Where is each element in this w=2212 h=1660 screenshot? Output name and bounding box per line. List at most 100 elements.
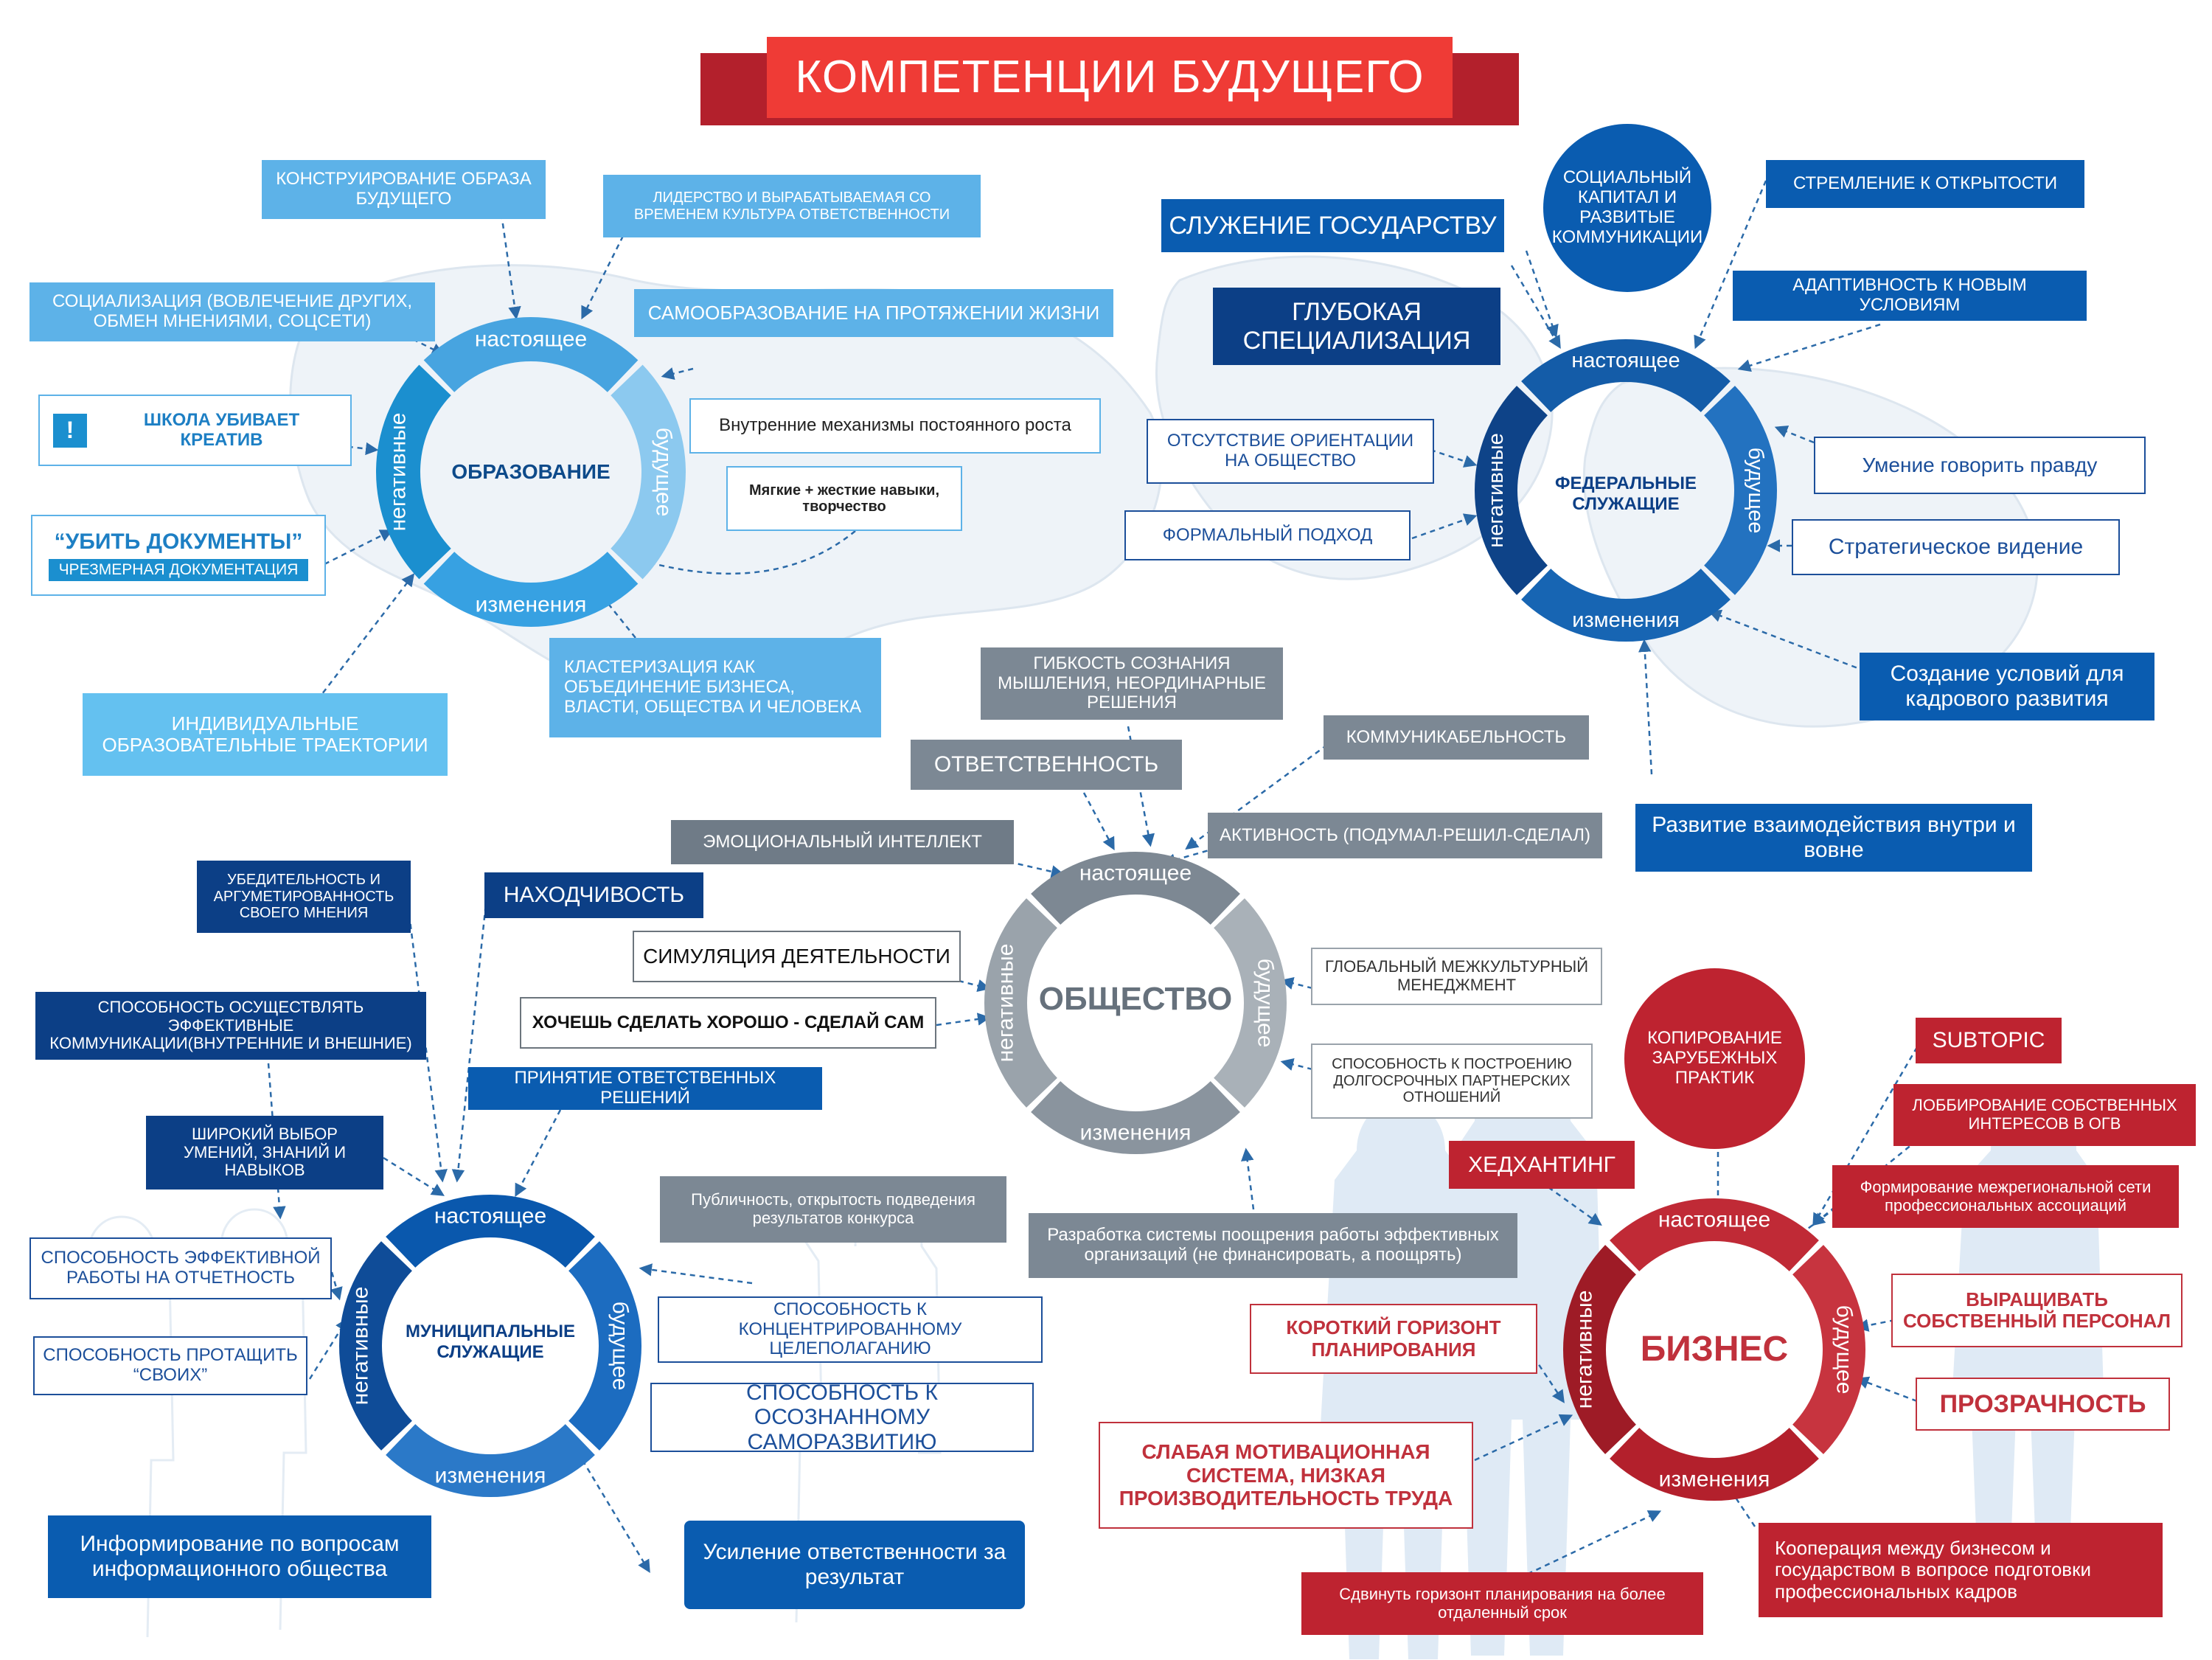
edu-shkola-box: ! ШКОЛА УБИВАЕТ КРЕАТИВ	[38, 395, 352, 466]
biz-slabaya-box: СЛАБАЯ МОТИВАЦИОННАЯ СИСТЕМА, НИЗКАЯ ПРО…	[1099, 1422, 1473, 1529]
ring-edu-label-top: настоящее	[475, 327, 587, 352]
fed-glubokaya-box: ГЛУБОКАЯ СПЕЦИАЛИЗАЦИЯ	[1213, 288, 1500, 365]
soc-otvetst-box: ОТВЕТСТВЕННОСТЬ	[911, 740, 1182, 790]
ring-fed-label-right: будущее	[1744, 448, 1767, 534]
fed-otsutstvie-box: ОТСУТСТВИЕ ОРИЕНТАЦИИ НА ОБЩЕСТВО	[1147, 419, 1434, 484]
edu-samoobr-box: САМООБРАЗОВАНИЕ НА ПРОТЯЖЕНИИ ЖИЗНИ	[634, 289, 1113, 337]
ring-biz-segment-bottom	[1610, 1428, 1819, 1501]
mun-nahodch-box: НАХОДЧИВОСТЬ	[484, 872, 703, 918]
ring-mun-label-left: негативные	[349, 1287, 373, 1406]
ring-soc-segment-left	[984, 898, 1057, 1108]
ring-mun-segment-top	[386, 1195, 595, 1268]
soc-hochesh-box: ХОЧЕШЬ СДЕЛАТЬ ХОРОШО - СДЕЛАЙ САМ	[520, 997, 936, 1049]
ring-edu-label-left: негативные	[386, 413, 411, 532]
biz-korotkiy-box: КОРОТКИЙ ГОРИЗОНТ ПЛАНИРОВАНИЯ	[1250, 1304, 1537, 1374]
fed-stremlenie-box: СТРЕМЛЕНИЕ К ОТКРЫТОСТИ	[1766, 160, 2084, 208]
ring-mun-label-bottom: изменения	[435, 1464, 546, 1488]
ring-fed-label-left: негативные	[1484, 433, 1508, 547]
edu-ubit-label: “УБИТЬ ДОКУМЕНТЫ”	[54, 529, 303, 554]
biz-formir-box: Формирование межрегиональной сети профес…	[1832, 1165, 2179, 1228]
ring-biz-segment-left	[1562, 1245, 1636, 1454]
edu-socializ-box: СОЦИАЛИЗАЦИЯ (ВОВЛЕЧЕНИЕ ДРУГИХ, ОБМЕН М…	[29, 282, 435, 341]
mun-sposobn-konc-box: СПОСОБНОСТЬ К КОНЦЕНТРИРОВАННОМУ ЦЕЛЕПОЛ…	[658, 1296, 1043, 1363]
mun-ubedit-box: УБЕДИТЕЛЬНОСТЬ И АРГУМЕТИРОВАННОСТЬ СВОЕ…	[197, 861, 411, 933]
ring-mun-segment-right	[568, 1241, 642, 1451]
mun-prinyatie-box: ПРИНЯТИЕ ОТВЕТСТВЕННЫХ РЕШЕНИЙ	[468, 1067, 822, 1110]
ring-fed-segment-top	[1521, 338, 1731, 412]
ring-center-municipal: МУНИЦИПАЛЬНЫЕ СЛУЖАЩИЕ	[405, 1322, 576, 1362]
soc-kommunik-box: КОММУНИКАБЕЛЬНОСТЬ	[1324, 715, 1589, 760]
ring-soc-segment-top	[1031, 852, 1240, 925]
edu-vnutr-box: Внутренние механизмы постоянного роста	[689, 398, 1101, 454]
ring-soc-label-bottom: изменения	[1080, 1121, 1192, 1145]
ring-biz-segment-top	[1610, 1198, 1819, 1271]
ring-edu-segment-bottom	[423, 552, 639, 627]
ring-mun: настоящее будущее изменения негативные	[338, 1195, 642, 1497]
edu-ubit-box: “УБИТЬ ДОКУМЕНТЫ” ЧРЕЗМЕРНАЯ ДОКУМЕНТАЦИ…	[31, 515, 326, 596]
ring-edu-segment-top	[423, 317, 639, 392]
alert-icon: !	[53, 413, 87, 448]
fed-razvitie-box: Развитие взаимодействия внутри и вовне	[1635, 804, 2032, 872]
ring-mun-label-right: будущее	[608, 1302, 633, 1391]
mun-usilenie-box: Усиление ответственности за результат	[684, 1521, 1025, 1609]
ring-edu-label-right: будущее	[652, 428, 676, 517]
ring-center-business: БИЗНЕС	[1640, 1330, 1789, 1369]
ring-soc-label-left: негативные	[994, 944, 1018, 1063]
biz-kooper-box: Кооперация между бизнесом и государством…	[1759, 1523, 2163, 1617]
ring-soc-label-top: настоящее	[1079, 861, 1192, 886]
fed-sluzhenie-box: СЛУЖЕНИЕ ГОСУДАРСТВУ	[1161, 199, 1504, 252]
soc-razrabotka-box: Разработка системы поощрения работы эффе…	[1029, 1213, 1517, 1278]
soc-aktiv-box: АКТИВНОСТЬ (ПОДУМАЛ-РЕШИЛ-СДЕЛАЛ)	[1208, 813, 1602, 858]
ring-biz-label-bottom: изменения	[1659, 1468, 1770, 1492]
ring-soc-segment-right	[1214, 898, 1287, 1108]
edu-shkola-label: ШКОЛА УБИВАЕТ КРЕАТИВ	[143, 409, 300, 450]
biz-subtopic-box: SUBTOPIC	[1916, 1018, 2062, 1063]
mun-inform-box: Информирование по вопросам информационно…	[48, 1515, 431, 1598]
ring-fed-label-top: настоящее	[1571, 349, 1680, 372]
edu-konstr-box: КОНСТРУИРОВАНИЕ ОБРАЗА БУДУЩЕГО	[262, 160, 546, 219]
fed-adaptiv-box: АДАПТИВНОСТЬ К НОВЫМ УСЛОВИЯМ	[1733, 271, 2087, 321]
soc-simul-box: СИМУЛЯЦИЯ ДЕЯТЕЛЬНОСТИ	[633, 931, 961, 982]
ring-fed-segment-left	[1474, 386, 1548, 595]
mun-sposobn-eff-box: СПОСОБНОСТЬ ОСУЩЕСТВЛЯТЬ ЭФФЕКТИВНЫЕ КОМ…	[35, 992, 426, 1060]
biz-kopir-circle: КОПИРОВАНИЕ ЗАРУБЕЖНЫХ ПРАКТИК	[1624, 968, 1805, 1149]
soc-sposobn-postr-box: СПОСОБНОСТЬ К ПОСТРОЕНИЮ ДОЛГОСРОЧНЫХ ПА…	[1311, 1043, 1593, 1119]
mun-sposobn-otch-box: СПОСОБНОСТЬ ЭФФЕКТИВНОЙ РАБОТЫ НА ОТЧЕТН…	[29, 1237, 332, 1299]
ring-biz-label-top: настоящее	[1658, 1208, 1770, 1232]
ring-edu-segment-left	[376, 364, 451, 580]
mun-sposobn-protashit-box: СПОСОБНОСТЬ ПРОТАЩИТЬ “СВОИХ”	[33, 1336, 307, 1395]
edu-klaster-box: КЛАСТЕРИЗАЦИЯ КАК ОБЪЕДИНЕНИЕ БИЗНЕСА, В…	[549, 638, 881, 737]
edu-individ-box: ИНДИВИДУАЛЬНЫЕ ОБРАЗОВАТЕЛЬНЫЕ ТРАЕКТОРИ…	[83, 693, 448, 776]
ring-biz-label-right: будущее	[1832, 1305, 1857, 1395]
page-title: КОМПЕТЕНЦИИ БУДУЩЕГО	[767, 37, 1453, 118]
ring-center-education: ОБРАЗОВАНИЕ	[451, 459, 611, 483]
fed-sozdanie-box: Создание условий для кадрового развития	[1860, 653, 2154, 720]
biz-sdvinut-box: Сдвинуть горизонт планирования на более …	[1301, 1572, 1703, 1635]
ring-fed-segment-right	[1704, 386, 1778, 595]
ring-edu-label-bottom: изменения	[476, 593, 587, 617]
ring-mun-segment-left	[338, 1241, 412, 1451]
edu-liderstvo-box: ЛИДЕРСТВО И ВЫРАБАТЫВАЕМАЯ СО ВРЕМЕНЕМ К…	[603, 175, 981, 237]
soc-publich-box: Публичность, открытость подведения резул…	[660, 1176, 1006, 1243]
ring-fed-label-bottom: изменения	[1572, 608, 1680, 632]
ring-biz-label-left: негативные	[1573, 1291, 1597, 1409]
soc-gibkost-box: ГИБКОСТЬ СОЗНАНИЯ МЫШЛЕНИЯ, НЕОРДИНАРНЫЕ…	[981, 647, 1283, 720]
ring-mun-segment-bottom	[386, 1424, 595, 1497]
people-outline	[87, 1201, 942, 1638]
fed-umenie-box: Умение говорить правду	[1814, 437, 2146, 494]
edu-chrezm-label: ЧРЕЗМЕРНАЯ ДОКУМЕНТАЦИЯ	[48, 559, 309, 581]
ring-edu-segment-right	[611, 364, 686, 580]
ring-center-federal: ФЕДЕРАЛЬНЫЕ СЛУЖАЩИЕ	[1554, 473, 1697, 514]
biz-hedh-box: ХЕДХАНТИНГ	[1449, 1141, 1635, 1189]
fed-socialny-circle: СОЦИАЛЬНЫЙ КАПИТАЛ И РАЗВИТЫЕ КОММУНИКАЦ…	[1543, 124, 1711, 292]
ring-mun-label-top: настоящее	[434, 1204, 546, 1229]
mun-shirokiy-box: ШИРОКИЙ ВЫБОР УМЕНИЙ, ЗНАНИЙ И НАВЫКОВ	[146, 1116, 383, 1190]
fed-strateg-box: Стратегическое видение	[1792, 519, 2120, 575]
ring-fed: настоящее будущее изменения негативные	[1474, 338, 1778, 642]
ring-biz-segment-right	[1792, 1245, 1866, 1454]
biz-lobbi-box: ЛОББИРОВАНИЕ СОБСТВЕННЫХ ИНТЕРЕСОВ В ОГВ	[1893, 1084, 2196, 1146]
ring-soc-label-right: будущее	[1253, 959, 1278, 1048]
mun-sposobn-osozn-box: СПОСОБНОСТЬ К ОСОЗНАННОМУ САМОРАЗВИТИЮ	[650, 1381, 1034, 1454]
ring-biz: настоящее будущее изменения негативные	[1562, 1198, 1866, 1501]
